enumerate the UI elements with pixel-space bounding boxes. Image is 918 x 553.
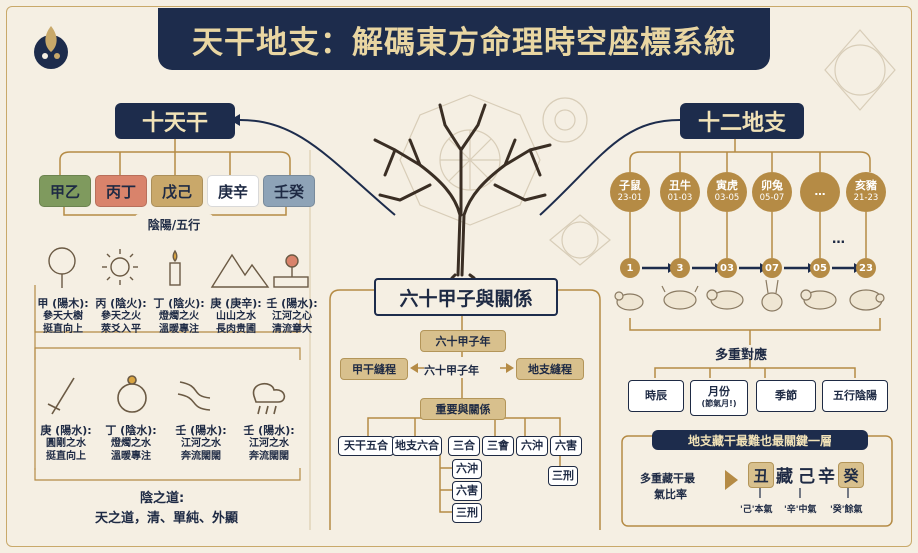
right-sub-relation-punish[interactable]: 三刑 [548, 466, 578, 486]
sun-icon [110, 257, 130, 277]
stem-wu-ji[interactable]: 戊己 [151, 175, 203, 207]
branch-cycle-box[interactable]: 地支縫程 [516, 358, 584, 380]
relation-three-harmony[interactable]: 三合 [448, 436, 480, 456]
sixty-jiazi-mid-label: 六十甲子年 [424, 364, 479, 377]
hidden-note-ji: '己'本氣 [740, 505, 773, 515]
yin-yang-ring-icon [542, 97, 588, 143]
seq-node-4: 07 [762, 258, 782, 278]
stem-geng-xin[interactable]: 庚辛 [207, 175, 259, 207]
jewel-ring-icon [117, 383, 147, 413]
sixty-jiazi-year-box[interactable]: 六十甲子年 [420, 330, 506, 352]
mountain-icon [210, 253, 270, 288]
stem-desc-row2-geng: 庚 (陽水):圓剛之水挺直向上 [40, 424, 92, 462]
yin-dao-text: 天之道，清、單純、外顯 [95, 511, 239, 526]
page-title: 天干地支：解碼東方命理時空座標系統 [192, 24, 736, 61]
yin-dao-title: 陰之道: [140, 491, 185, 506]
seq-node-5: 05 [810, 258, 830, 278]
stem-desc-jia: 甲 (陽木):參天大樹挺直向上 [37, 297, 89, 335]
flower-pot-icon [273, 276, 309, 288]
tree-icon [373, 103, 552, 280]
seq-node-6: 23 [856, 258, 876, 278]
hidden-stems-title: 地支藏干最難也最關鍵一層 [652, 430, 868, 450]
hidden-ratio-line2: 氣比率 [654, 488, 687, 501]
stem-desc-row2-ding: 丁 (陰水):燈燭之水溫暖專注 [105, 424, 157, 462]
corr-month[interactable]: 月份(節氣月!) [690, 380, 748, 416]
hidden-char-gui: 癸 [838, 462, 864, 488]
sacred-geometry-icon [549, 214, 611, 266]
stem-desc-geng: 庚 (庚辛):山山之水長肉贵圃 [210, 297, 262, 335]
stem-cycle-box[interactable]: 甲干縫程 [340, 358, 408, 380]
stem-bing-ding[interactable]: 丙丁 [95, 175, 147, 207]
stem-ren-gui[interactable]: 壬癸 [263, 175, 315, 207]
element-icons-row1 [48, 247, 309, 288]
important-relations-box[interactable]: 重要與關係 [420, 398, 506, 420]
relation-six-harm[interactable]: 六害 [550, 436, 582, 456]
hidden-char-ji: 己 [798, 467, 815, 487]
stem-desc-row2-ren: 壬 (陽水):江河之水奔流闊闊 [175, 424, 227, 462]
branch-ellipsis-mark: … [832, 232, 845, 247]
relation-six-clash[interactable]: 六沖 [516, 436, 548, 456]
element-icons-row2 [47, 375, 286, 415]
branch-ellipsis[interactable]: … [800, 172, 840, 212]
earthly-branches-label: 十二地支 [680, 103, 804, 139]
hidden-note-xin: '辛'中氣 [784, 505, 817, 515]
tree-element-icon [48, 247, 76, 275]
stem-desc-ren: 壬 (陽水):江河之心清流章大 [266, 297, 318, 335]
relation-heaven-five-unions[interactable]: 天干五合 [338, 436, 394, 456]
seq-node-1: 1 [620, 258, 640, 278]
corr-shichen[interactable]: 時辰 [628, 380, 684, 412]
hidden-char-cang: 藏 [776, 467, 793, 487]
sub-relation-punish[interactable]: 三刑 [452, 503, 482, 523]
title-bar: 天干地支：解碼東方命理時空座標系統 [158, 8, 770, 70]
stem-desc-bing: 丙 (陰火):參天之火萊爻入平 [95, 297, 147, 335]
hidden-char-xin: 辛 [818, 467, 835, 487]
stem-desc-row2-ren-b: 壬 (陽水):江河之水奔流闊闊 [243, 424, 295, 462]
bagua-octagon-icon [399, 94, 541, 226]
corr-season[interactable]: 季節 [756, 380, 816, 412]
corr-five-elements[interactable]: 五行陰陽 [822, 380, 888, 412]
sixty-jiazi-title: 六十甲子與關係 [374, 278, 558, 316]
logo-icon [34, 26, 68, 69]
geometric-diamond-icon [824, 29, 896, 111]
stem-desc-ding: 丁 (陰火):燈燭之火溫暖專注 [153, 297, 205, 335]
seq-node-2: 3 [670, 258, 690, 278]
multi-correspondence-label: 多重對應 [715, 348, 768, 363]
seq-node-3: 03 [717, 258, 737, 278]
stem-jia-yi[interactable]: 甲乙 [39, 175, 91, 207]
sub-relation-clash[interactable]: 六沖 [452, 459, 482, 479]
rain-cloud-icon [252, 383, 286, 403]
yin-yang-five-elements-label: 陰陽/五行 [135, 214, 213, 234]
sword-icon [51, 377, 75, 415]
zodiac-animals-icon [614, 279, 885, 312]
heavenly-stems-label: 十天干 [115, 103, 235, 139]
candle-icon [169, 262, 181, 286]
hidden-note-gui: '癸'餘氣 [830, 505, 863, 515]
hidden-char-chou: 丑 [748, 462, 774, 488]
page-frame [6, 6, 912, 547]
sub-relation-harm[interactable]: 六害 [452, 481, 482, 501]
hidden-ratio-line1: 多重藏干最 [640, 472, 695, 485]
relation-earth-six-unions[interactable]: 地支六合 [392, 436, 442, 456]
relation-three-meeting[interactable]: 三會 [482, 436, 514, 456]
river-icon [177, 381, 211, 411]
